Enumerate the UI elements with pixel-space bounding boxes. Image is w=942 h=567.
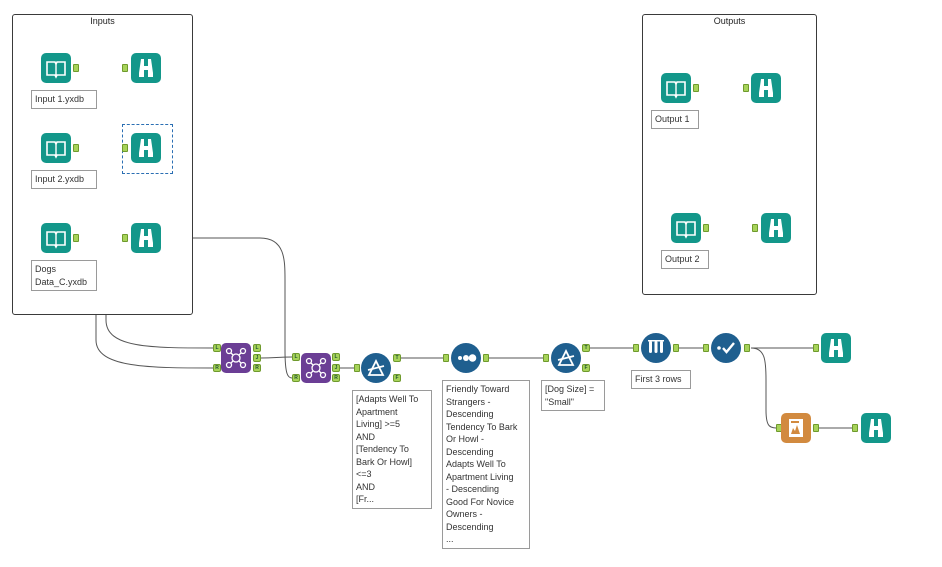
connection-wire xyxy=(260,356,293,359)
inputs-container-title: Inputs xyxy=(90,16,115,26)
tool-annotation-output-2: Output 2 xyxy=(661,250,709,269)
input-anchor[interactable] xyxy=(633,344,639,352)
tool-annotation-input-3: Dogs Data_C.yxdb xyxy=(31,260,97,291)
join-right-input-anchor[interactable]: R xyxy=(292,374,300,382)
browse-tool-3[interactable] xyxy=(131,223,161,253)
join-joined-output-anchor[interactable]: J xyxy=(332,364,340,372)
join-left-output-anchor[interactable]: L xyxy=(332,353,340,361)
input-data-tool-3[interactable] xyxy=(41,223,71,253)
browse-binoculars-icon xyxy=(139,229,153,247)
output-anchor[interactable] xyxy=(744,344,750,352)
input-anchor[interactable] xyxy=(743,84,749,92)
filter-icon xyxy=(367,358,385,376)
join-tool-2[interactable] xyxy=(301,353,331,383)
browse-tool-7[interactable] xyxy=(761,213,791,243)
join-icon xyxy=(305,357,327,379)
join-right-output-anchor[interactable]: R xyxy=(253,364,261,372)
input-anchor[interactable] xyxy=(813,344,819,352)
output-anchor[interactable] xyxy=(73,64,79,72)
output-anchor[interactable] xyxy=(693,84,699,92)
join-left-input-anchor[interactable]: L xyxy=(292,353,300,361)
browse-tool-5[interactable] xyxy=(861,413,891,443)
browse-binoculars-icon xyxy=(759,79,773,97)
connection-wire xyxy=(750,347,781,429)
join-left-input-anchor[interactable]: L xyxy=(213,344,221,352)
input-data-book-icon xyxy=(676,221,696,239)
output-1-tool[interactable] xyxy=(661,73,691,103)
join-left-output-anchor[interactable]: L xyxy=(253,344,261,352)
browse-binoculars-icon xyxy=(829,339,843,357)
tool-annotation-sample: First 3 rows xyxy=(631,370,691,389)
tool-annotation-filter-2: [Dog Size] = "Small" xyxy=(541,380,605,411)
filter-true-anchor[interactable]: T xyxy=(393,354,401,362)
output-anchor[interactable] xyxy=(813,424,819,432)
input-anchor[interactable] xyxy=(122,144,128,152)
browse-tool-1[interactable] xyxy=(131,53,161,83)
browse-binoculars-icon xyxy=(869,419,883,437)
join-joined-output-anchor[interactable]: J xyxy=(253,354,261,362)
tool-annotation-filter-1: [Adapts Well To Apartment Living] >=5 AN… xyxy=(352,390,432,509)
input-anchor[interactable] xyxy=(443,354,449,362)
browse-tool-2[interactable] xyxy=(131,133,161,163)
input-data-tool-2[interactable] xyxy=(41,133,71,163)
select-tool[interactable] xyxy=(711,333,741,363)
input-anchor[interactable] xyxy=(852,424,858,432)
output-anchor[interactable] xyxy=(73,234,79,242)
filter-true-anchor[interactable]: T xyxy=(582,344,590,352)
input-data-book-icon xyxy=(46,141,66,159)
input-data-book-icon xyxy=(46,231,66,249)
join-right-input-anchor[interactable]: R xyxy=(213,364,221,372)
join-right-output-anchor[interactable]: R xyxy=(332,374,340,382)
browse-binoculars-icon xyxy=(769,219,783,237)
input-anchor[interactable] xyxy=(122,64,128,72)
tool-annotation-input-1: Input 1.yxdb xyxy=(31,90,97,109)
report-tool[interactable] xyxy=(781,413,811,443)
input-data-tool-1[interactable] xyxy=(41,53,71,83)
report-icon xyxy=(789,419,803,437)
filter-icon xyxy=(557,348,575,366)
browse-binoculars-icon xyxy=(139,59,153,77)
filter-tool-2[interactable] xyxy=(551,343,581,373)
output-anchor[interactable] xyxy=(73,144,79,152)
filter-false-anchor[interactable]: F xyxy=(582,364,590,372)
input-data-book-icon xyxy=(46,61,66,79)
tool-annotation-sort: Friendly Toward Strangers - Descending T… xyxy=(442,380,530,549)
select-icon xyxy=(717,342,735,354)
sample-icon xyxy=(648,340,664,353)
join-icon xyxy=(225,347,247,369)
output-2-tool[interactable] xyxy=(671,213,701,243)
output-anchor[interactable] xyxy=(703,224,709,232)
input-data-book-icon xyxy=(666,81,686,99)
tool-annotation-input-2: Input 2.yxdb xyxy=(31,170,97,189)
filter-tool-1[interactable] xyxy=(361,353,391,383)
join-tool-1[interactable] xyxy=(221,343,251,373)
outputs-container-title: Outputs xyxy=(713,16,746,26)
browse-tool-4[interactable] xyxy=(821,333,851,363)
output-anchor[interactable] xyxy=(673,344,679,352)
sample-tool[interactable] xyxy=(641,333,671,363)
input-anchor[interactable] xyxy=(122,234,128,242)
browse-tool-6[interactable] xyxy=(751,73,781,103)
filter-false-anchor[interactable]: F xyxy=(393,374,401,382)
input-anchor[interactable] xyxy=(703,344,709,352)
input-anchor[interactable] xyxy=(543,354,549,362)
output-anchor[interactable] xyxy=(483,354,489,362)
browse-binoculars-icon xyxy=(139,139,153,157)
outputs-container[interactable]: Outputs xyxy=(642,14,817,295)
sort-tool[interactable] xyxy=(451,343,481,373)
sort-icon xyxy=(458,354,477,362)
tool-annotation-output-1: Output 1 xyxy=(651,110,699,129)
input-anchor[interactable] xyxy=(752,224,758,232)
input-anchor[interactable] xyxy=(354,364,360,372)
